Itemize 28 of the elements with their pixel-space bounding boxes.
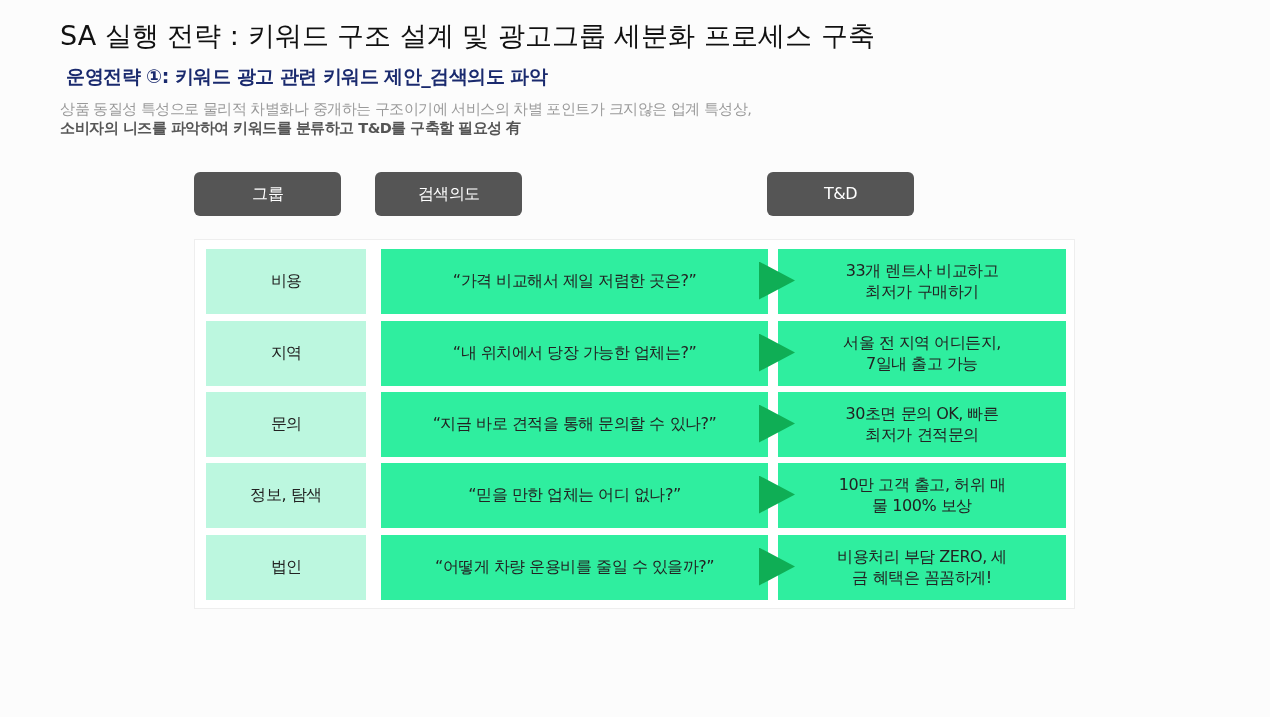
page-title: SA 실행 전략 : 키워드 구조 설계 및 광고그룹 세분화 프로세스 구축 xyxy=(60,19,875,53)
column-header: 검색의도 xyxy=(375,172,522,216)
table-panel xyxy=(194,239,1075,609)
group-cell: 법인 xyxy=(206,535,366,600)
group-cell: 지역 xyxy=(206,321,366,386)
group-cell: 비용 xyxy=(206,249,366,314)
td-cell: 10만 고객 출고, 허위 매물 100% 보상 xyxy=(778,463,1066,528)
td-cell: 33개 렌트사 비교하고 최저가 구매하기 xyxy=(778,249,1066,314)
search-intent-cell: “지금 바로 견적을 통해 문의할 수 있나?” xyxy=(381,392,768,457)
group-cell: 정보, 탐색 xyxy=(206,463,366,528)
arrow xyxy=(759,333,795,372)
description-text: 소비자의 니즈를 파악하여 키워드를 분류하고 T&D를 구축할 필요성 有 xyxy=(60,119,521,138)
group-cell: 문의 xyxy=(206,392,366,457)
column-header: T&D xyxy=(767,172,914,216)
search-intent-cell: “어떻게 차량 운용비를 줄일 수 있을까?” xyxy=(381,535,768,600)
subtitle: 운영전략 ①: 키워드 광고 관련 키워드 제안_검색의도 파악 xyxy=(66,64,548,90)
column-header: 그룹 xyxy=(194,172,341,216)
arrow xyxy=(759,261,795,300)
arrow xyxy=(759,475,795,514)
arrow xyxy=(759,547,795,586)
description-text: 상품 동질성 특성으로 물리적 차별화나 중개하는 구조이기에 서비스의 차별 포인트가 크지않은 업계 특성상, xyxy=(60,100,752,119)
search-intent-cell: “믿을 만한 업체는 어디 없나?” xyxy=(381,463,768,528)
arrow xyxy=(759,404,795,443)
td-cell: 비용처리 부담 ZERO, 세금 혜택은 꼼꼼하게! xyxy=(778,535,1066,600)
td-cell: 30초면 문의 OK, 빠른 최저가 견적문의 xyxy=(778,392,1066,457)
search-intent-cell: “내 위치에서 당장 가능한 업체는?” xyxy=(381,321,768,386)
td-cell: 서울 전 지역 어디든지, 7일내 출고 가능 xyxy=(778,321,1066,386)
search-intent-cell: “가격 비교해서 제일 저렴한 곳은?” xyxy=(381,249,768,314)
